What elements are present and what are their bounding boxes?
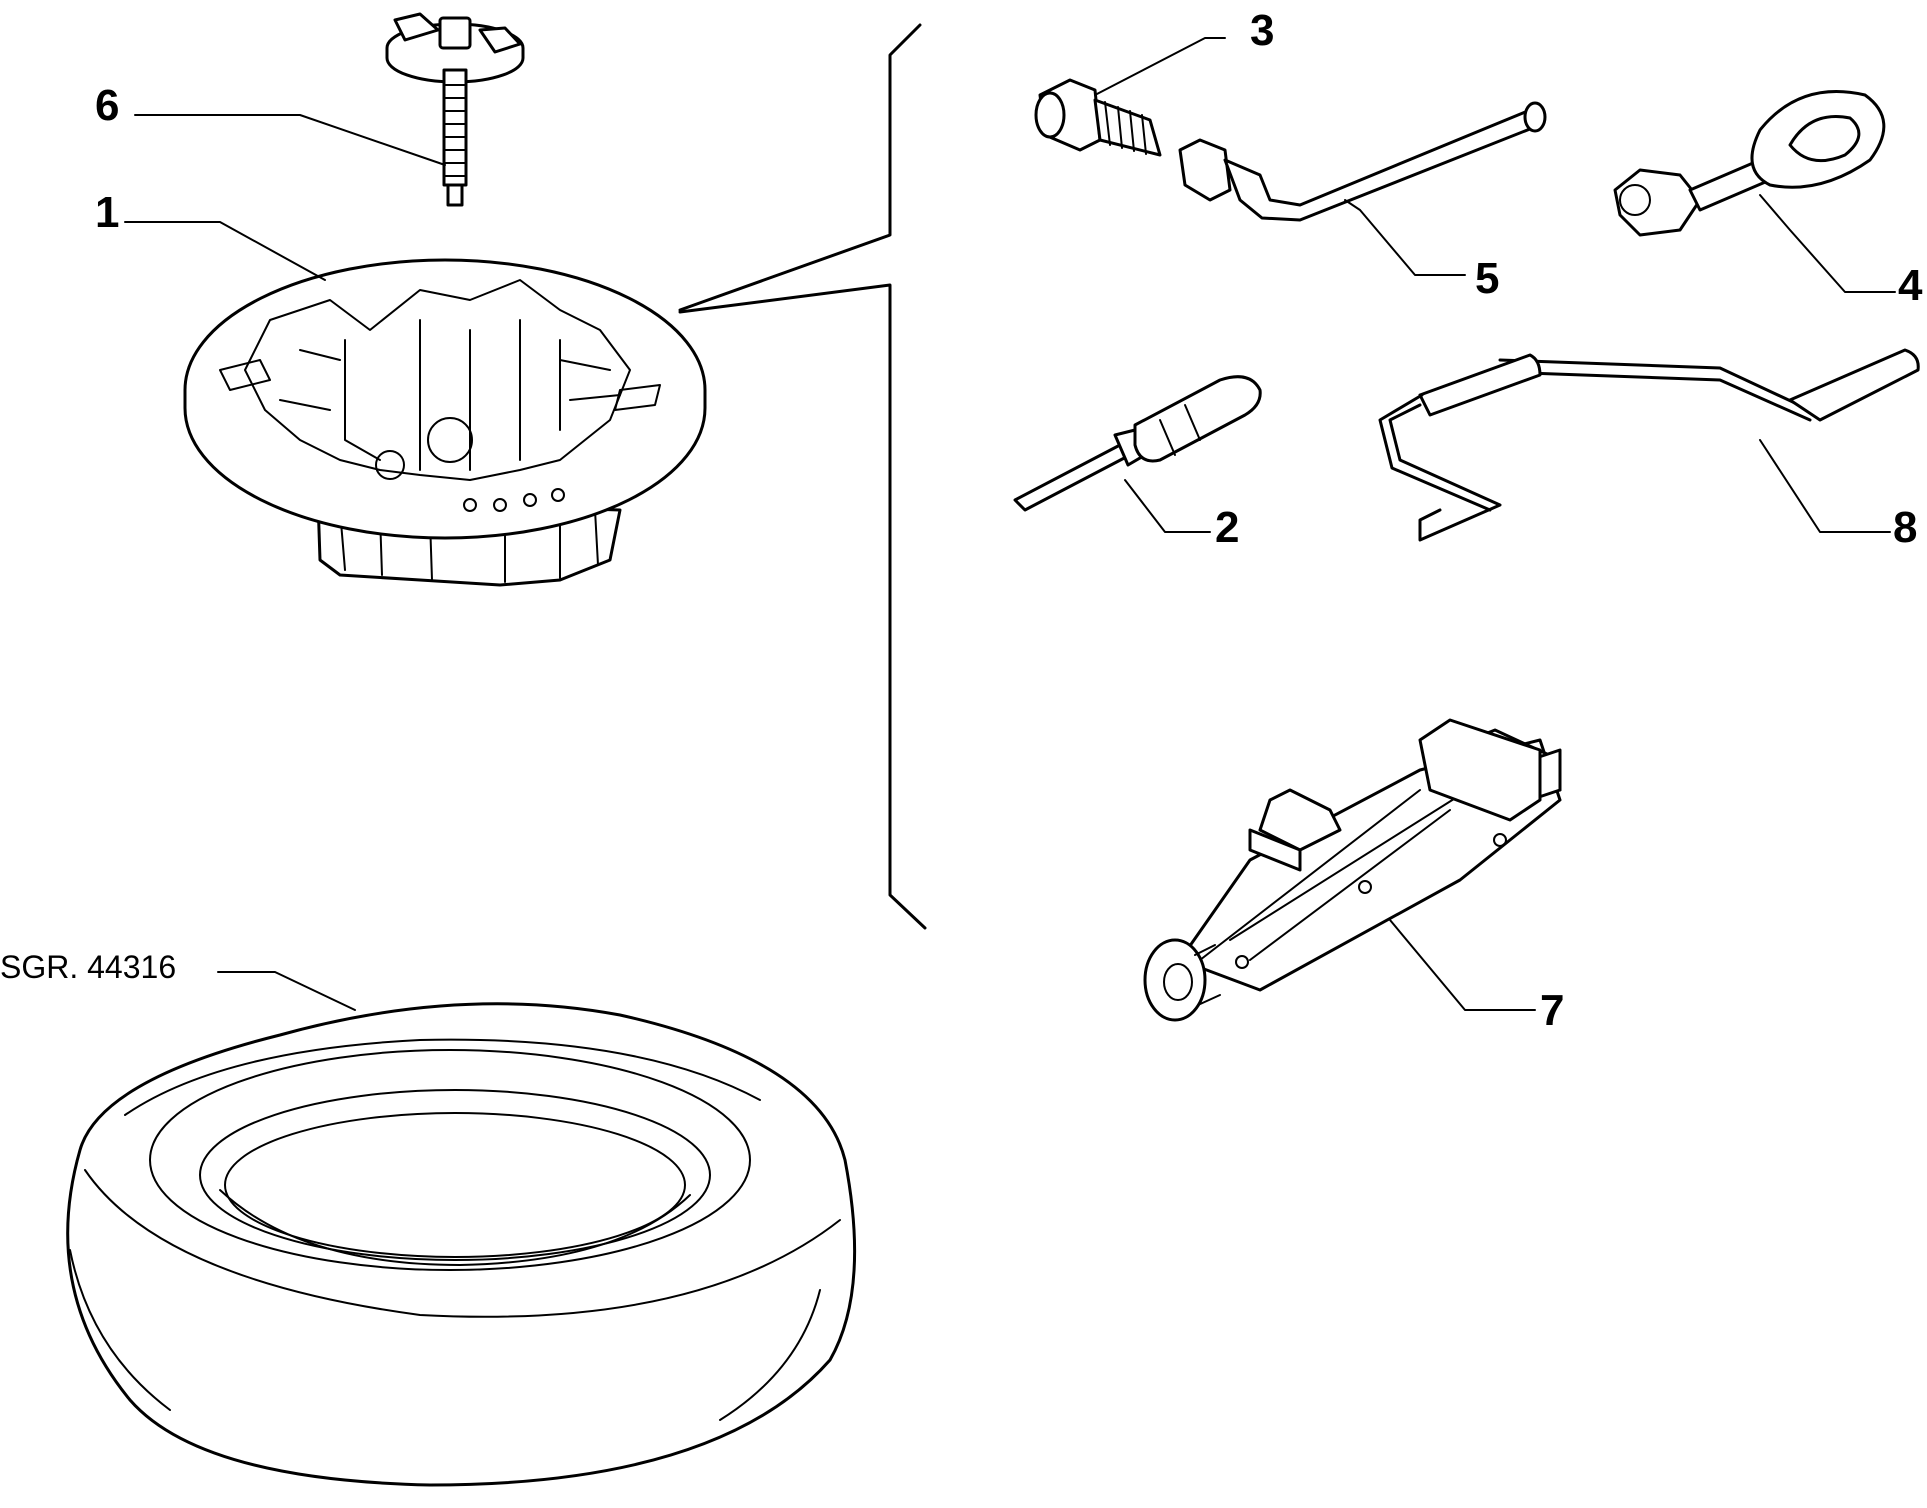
leader-sgr bbox=[217, 971, 356, 1011]
socket-adapter-part-3 bbox=[1034, 78, 1162, 157]
spare-tyre bbox=[66, 1002, 857, 1487]
screwdriver-part-2 bbox=[1013, 375, 1262, 512]
reference-label: SGR. 44316 bbox=[0, 949, 176, 985]
callout-5: 5 bbox=[1475, 254, 1499, 303]
callout-4: 4 bbox=[1898, 261, 1923, 310]
leader-1 bbox=[124, 221, 326, 281]
bracket-lines bbox=[678, 23, 927, 930]
leader-2 bbox=[1124, 479, 1211, 533]
callout-labels: 6 1 3 5 4 2 8 7 SGR. 44316 bbox=[0, 6, 1923, 1035]
jack-part-7 bbox=[1143, 718, 1562, 1022]
tow-eye-part-4 bbox=[1613, 90, 1886, 237]
wheel-brace-part-5 bbox=[1178, 101, 1547, 222]
leader-7 bbox=[1389, 919, 1536, 1011]
callout-2: 2 bbox=[1215, 503, 1239, 552]
callout-3: 3 bbox=[1250, 6, 1274, 55]
callout-8: 8 bbox=[1893, 503, 1917, 552]
leader-lines bbox=[124, 37, 1896, 1011]
bolt-part-6 bbox=[385, 12, 525, 207]
leader-4 bbox=[1759, 194, 1896, 293]
leader-6 bbox=[134, 114, 446, 166]
callout-7: 7 bbox=[1540, 986, 1564, 1035]
leader-8 bbox=[1759, 439, 1891, 533]
leader-3 bbox=[1094, 37, 1226, 96]
leader-5 bbox=[1344, 199, 1466, 276]
tool-tray-part-1 bbox=[183, 258, 707, 587]
callout-6: 6 bbox=[95, 81, 119, 130]
jack-handle-part-8 bbox=[1378, 348, 1920, 542]
callout-1: 1 bbox=[95, 188, 119, 237]
